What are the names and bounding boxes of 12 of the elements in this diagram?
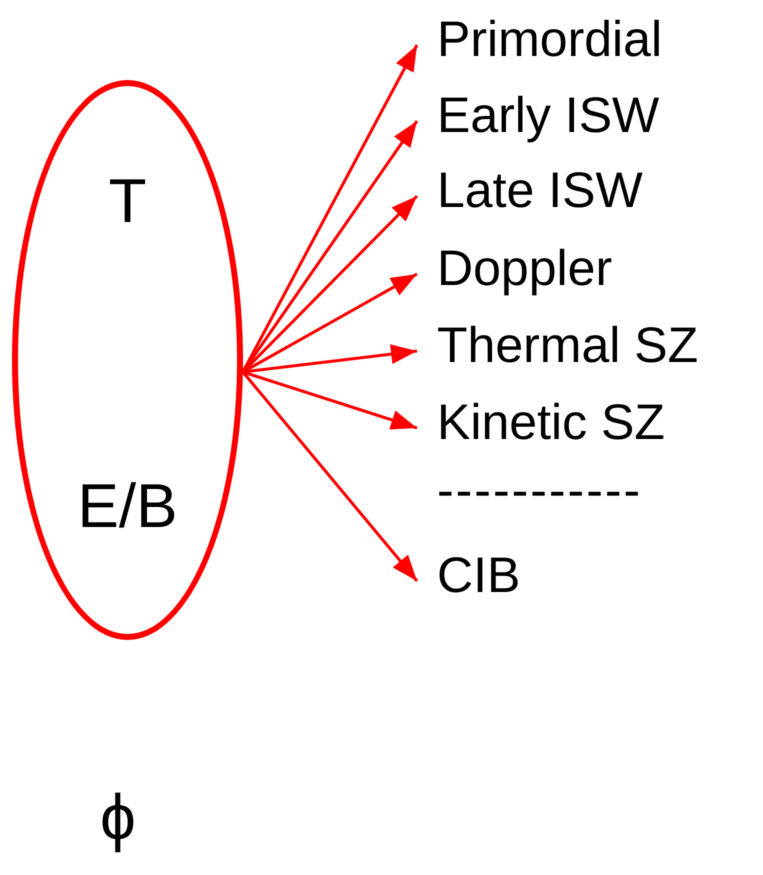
component-label: Primordial xyxy=(437,10,662,68)
component-label: Late ISW xyxy=(437,161,643,219)
dashed-separator: ----------- xyxy=(437,465,642,515)
component-label: Doppler xyxy=(437,239,612,297)
component-label: Kinetic SZ xyxy=(437,393,665,451)
component-label: Thermal SZ xyxy=(437,316,698,374)
field-label: T xyxy=(108,171,148,233)
component-label: CIB xyxy=(437,546,520,604)
component-label: Early ISW xyxy=(437,86,660,144)
field-label: E/B xyxy=(76,476,178,538)
arrow xyxy=(242,371,418,582)
ellipse xyxy=(12,80,243,640)
